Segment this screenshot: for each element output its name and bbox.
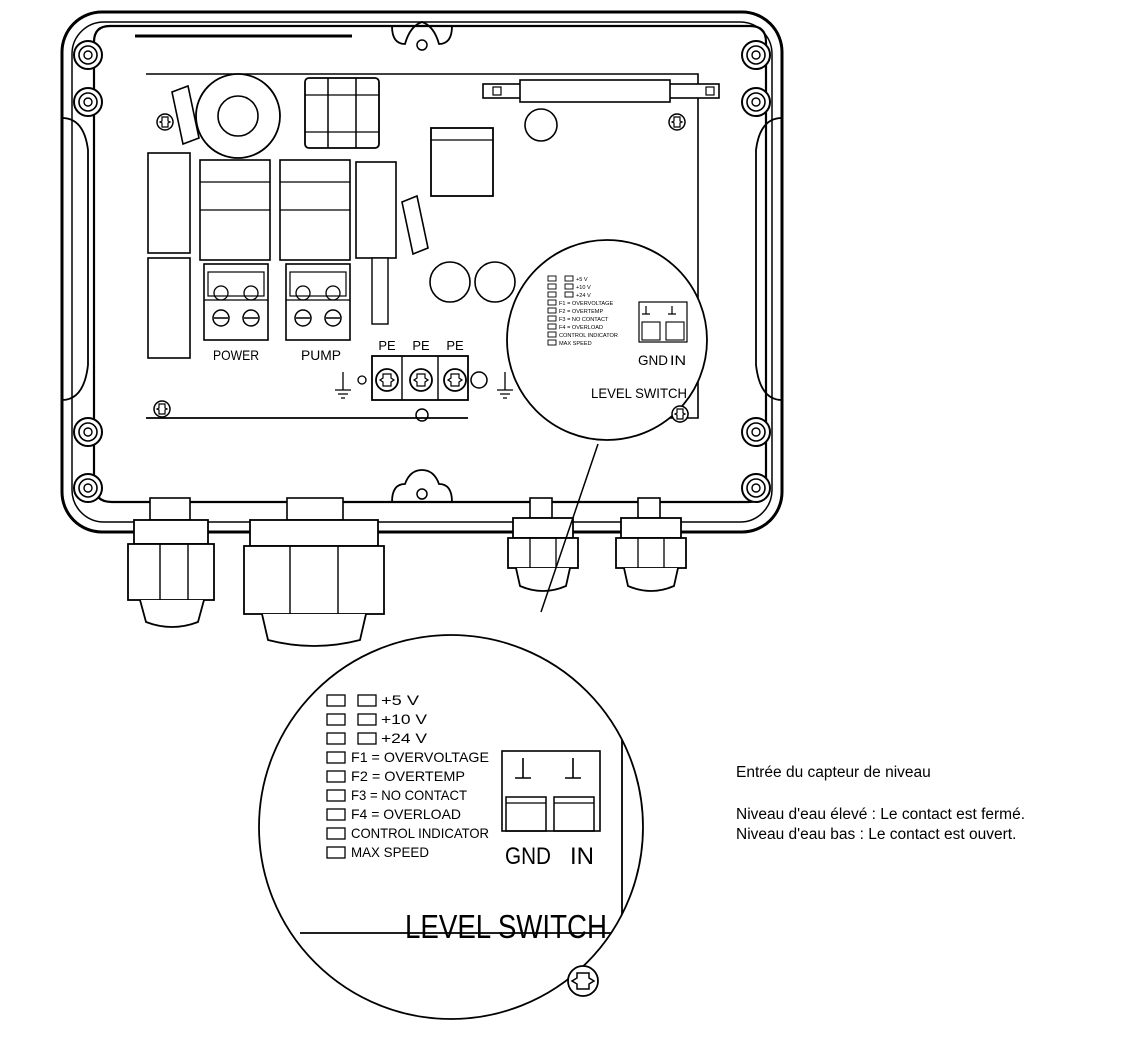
svg-text:F4 = OVERLOAD: F4 = OVERLOAD — [559, 325, 603, 331]
indicator-f2: F2 = OVERTEMP — [351, 768, 465, 784]
note-high-level: Niveau d'eau élevé : Le contact est ferm… — [736, 806, 1026, 823]
note-heading: Entrée du capteur de niveau — [736, 764, 931, 781]
callout-leader — [540, 443, 599, 613]
svg-text:F1 = OVERVOLTAGE: F1 = OVERVOLTAGE — [559, 301, 614, 307]
indicator-24v: +24 V — [381, 730, 428, 746]
power-label: POWER — [213, 347, 259, 363]
svg-text:+10 V: +10 V — [576, 285, 591, 291]
small-gnd-label: GND — [638, 352, 668, 368]
small-indicator-labels: +5 V +10 V +24 V F1 = OVERVOLTAGE F2 = O… — [559, 277, 618, 347]
in-label: IN — [570, 843, 594, 870]
svg-text:+5 V: +5 V — [576, 277, 588, 283]
cable-glands — [127, 497, 687, 647]
indicator-10v: +10 V — [381, 711, 428, 727]
svg-text:MAX SPEED: MAX SPEED — [559, 341, 592, 347]
svg-text:CONTROL INDICATOR: CONTROL INDICATOR — [559, 333, 618, 339]
gnd-label: GND — [505, 843, 551, 870]
small-level-switch-label: LEVEL SWITCH — [591, 385, 687, 401]
indicator-control: CONTROL INDICATOR — [351, 825, 489, 841]
level-switch-title: LEVEL SWITCH — [405, 908, 607, 945]
indicator-f1: F1 = OVERVOLTAGE — [351, 749, 489, 765]
zoom-indicator-labels: +5 V +10 V +24 V F1 = OVERVOLTAGE F2 = O… — [351, 692, 489, 860]
svg-text:F3 = NO CONTACT: F3 = NO CONTACT — [559, 317, 609, 323]
pe-label-3: PE — [446, 338, 464, 353]
indicator-f4: F4 = OVERLOAD — [351, 806, 461, 822]
svg-text:+24 V: +24 V — [576, 293, 591, 299]
pump-label: PUMP — [301, 347, 341, 363]
pe-label-2: PE — [412, 338, 430, 353]
level-switch-callout-small — [506, 239, 708, 441]
indicator-5v: +5 V — [381, 692, 420, 708]
note-low-level: Niveau d'eau bas : Le contact est ouvert… — [736, 826, 1017, 843]
circuit-board — [146, 73, 720, 423]
svg-text:F2 = OVERTEMP: F2 = OVERTEMP — [559, 309, 603, 315]
pe-label-1: PE — [378, 338, 396, 353]
indicator-f3: F3 = NO CONTACT — [351, 787, 467, 803]
indicator-max-speed: MAX SPEED — [351, 844, 429, 860]
small-in-label: IN — [670, 352, 686, 368]
level-switch-zoom — [258, 634, 644, 1020]
